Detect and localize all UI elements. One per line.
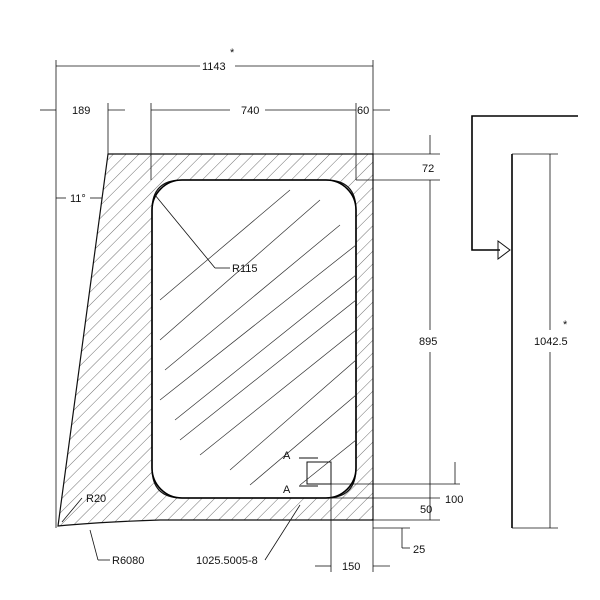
dim-glass-height: 895 [419, 336, 437, 348]
profile-arrow [497, 240, 511, 260]
dim-left-offset: 189 [72, 105, 90, 117]
dim-bottom-50: 50 [420, 504, 432, 516]
glass-panel [151, 179, 357, 499]
dim-bottom-100: 100 [445, 494, 463, 506]
dim-glass-width: 740 [241, 105, 259, 117]
dim-tip-radius: R20 [86, 493, 106, 505]
dim-curve-radius: R6080 [112, 555, 144, 567]
dim-handle-offset: 150 [342, 561, 360, 573]
dim-overall-width-mark: * [230, 47, 235, 59]
dim-bottom-25: 25 [413, 544, 425, 556]
section-label-bottom: A [283, 484, 291, 496]
dim-angle: 11° [70, 193, 86, 205]
glass-reflection-lines [159, 189, 356, 486]
dim-overall-width: 1143 [202, 61, 226, 73]
side-profile [471, 115, 578, 251]
latch-box [306, 461, 332, 485]
frame-hatched-area [57, 153, 374, 527]
section-label-top: A [283, 450, 291, 462]
dim-right-frame: 60 [357, 105, 369, 117]
dim-corner-radius: R115 [232, 263, 257, 275]
dim-top-frame: 72 [422, 163, 434, 175]
dim-side-height-mark: * [563, 319, 568, 331]
part-number: 1025.5005-8 [196, 555, 258, 567]
dim-side-height: 1042.5 [534, 336, 568, 348]
